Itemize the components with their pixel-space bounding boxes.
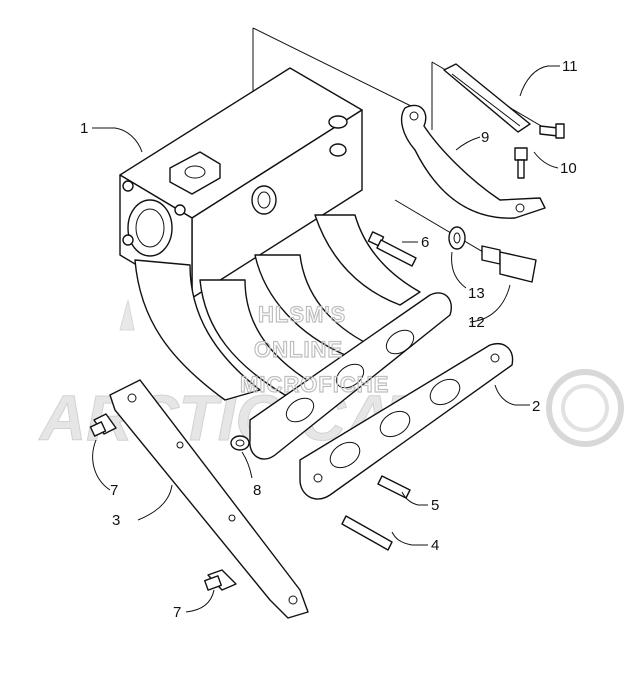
- watermark-line-1: HLSM'S: [258, 302, 346, 327]
- strap-bolt: [539, 123, 565, 139]
- part-8-washer: [230, 435, 250, 451]
- callout-5: 5: [431, 497, 439, 514]
- watermark-wheel-icon: [546, 369, 624, 447]
- leader-lines: [92, 65, 560, 613]
- part-10-bolt: [514, 147, 528, 179]
- callout-labels: 1 2 3 4 5 6 7 7 8 9 10 11 12 13: [80, 58, 578, 621]
- callout-8: 8: [253, 482, 261, 499]
- part-2-gasket: [299, 343, 514, 500]
- part-7-bolt-upper: [89, 413, 117, 437]
- callout-7-lower: 7: [173, 604, 181, 621]
- callout-6: 6: [421, 234, 429, 251]
- watermark-line-2: ONLINE: [254, 337, 343, 362]
- part-13-washer: [448, 226, 466, 250]
- callout-13: 13: [468, 285, 485, 302]
- part-4-stud: [341, 515, 393, 551]
- callout-9: 9: [481, 129, 489, 146]
- part-3-bracket: [109, 379, 309, 619]
- callout-7-upper: 7: [110, 482, 118, 499]
- callout-11: 11: [562, 58, 578, 75]
- part-6-bolt: [367, 231, 417, 267]
- cylinder-flange: [249, 292, 452, 460]
- watermark-text: HLSM'S ONLINE MICROFICHE: [239, 301, 389, 397]
- part-9-bracket: [400, 104, 546, 219]
- watermark-line-3: MICROFICHE: [240, 372, 389, 397]
- callout-12: 12: [468, 314, 485, 331]
- callout-2: 2: [532, 398, 540, 415]
- part-7-bolt-lower: [204, 569, 237, 591]
- part-5-stud: [377, 475, 411, 499]
- part-1-exhaust-manifold: [119, 67, 421, 401]
- callout-1: 1: [80, 120, 88, 137]
- callout-4: 4: [431, 537, 439, 554]
- part-11-strap: [443, 63, 531, 133]
- callout-3: 3: [112, 512, 120, 529]
- callout-10: 10: [560, 160, 577, 177]
- part-12-sensor: [481, 245, 537, 283]
